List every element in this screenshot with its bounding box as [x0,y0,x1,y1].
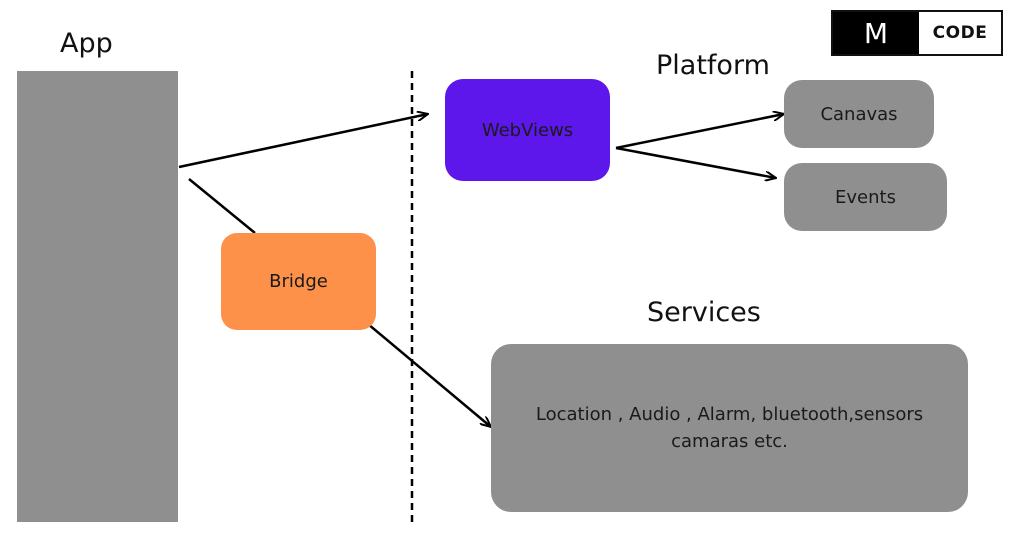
events-node: Events [784,163,947,231]
webviews-node: WebViews [445,79,610,181]
services-label-line2: camaras etc. [671,431,788,452]
arrow-webviews-to-events [615,146,776,178]
canavas-label: Canavas [820,103,898,125]
platform-title: Platform [656,50,770,81]
mcode-logo: M CODE [831,10,1003,56]
webviews-label: WebViews [481,119,574,141]
app-title: App [60,28,113,59]
bridge-label: Bridge [269,271,328,292]
app-node [17,71,178,522]
bridge-node: Bridge [221,233,376,330]
logo-mark: M [833,12,919,54]
logo-text: CODE [932,23,988,43]
services-title: Services [647,297,761,328]
arrow-bridge-to-services [367,323,491,427]
services-label-line1: Location , Audio , Alarm, bluetooth,sens… [535,404,924,425]
line-app-to-bridge [188,178,256,234]
canavas-node: Canavas [784,80,934,148]
events-label: Events [835,186,896,208]
arrow-app-to-webviews [178,114,428,169]
arrow-webviews-to-canavas [615,114,784,150]
services-node: Location , Audio , Alarm, bluetooth,sens… [491,344,968,512]
